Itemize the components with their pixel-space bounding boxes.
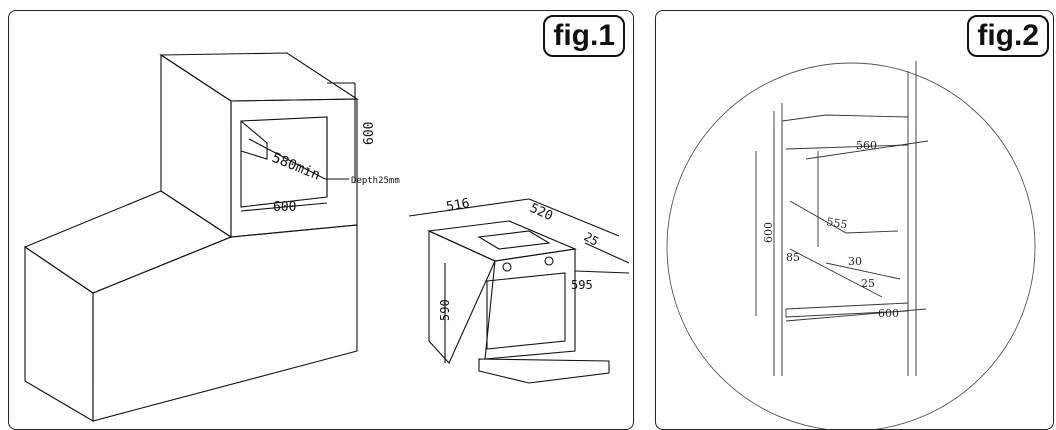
oven-depth-label: 520 — [527, 201, 555, 224]
fig2-a-label: 85 — [786, 251, 800, 264]
oven-door-open — [478, 358, 610, 384]
base-top-face — [23, 190, 233, 294]
column-top-face — [159, 52, 359, 102]
base-left-face — [24, 245, 94, 422]
figure-2-label: fig.2 — [967, 15, 1049, 57]
figure-1-panel: 600 580min Depth25mm 600 516 520 25 595 … — [8, 10, 634, 430]
fig2-bottom-width-label: 600 — [878, 307, 899, 320]
fig2-b-label: 30 — [848, 255, 862, 268]
base-front-face — [92, 224, 358, 422]
dim-depth-note-label: Depth25mm — [351, 176, 400, 186]
fig2-c-label: 25 — [861, 277, 875, 290]
figure-1-label: fig.1 — [543, 15, 625, 57]
dim-depth-min-label: 580min — [270, 150, 323, 184]
fig2-height-label: 600 — [762, 222, 775, 243]
detail-circle — [666, 62, 1036, 429]
dim-height-label: 600 — [362, 122, 377, 145]
oven-door-window — [486, 272, 566, 350]
oven-side — [428, 230, 496, 364]
oven-width-label: 516 — [445, 196, 471, 215]
oven-front-height-label: 595 — [571, 278, 593, 292]
oven-height-label: 590 — [438, 299, 452, 321]
cabinet-floor — [785, 302, 909, 318]
dim-width-label: 600 — [273, 200, 296, 215]
fig2-top-width-label: 560 — [856, 139, 877, 152]
oven-panel-label: 25 — [582, 229, 602, 248]
cabinet-detail-drawing: 560 600 555 85 30 25 600 — [666, 61, 1036, 429]
cabinet-oven-drawing: 600 580min Depth25mm 600 516 520 25 595 … — [23, 52, 630, 422]
column-left-face — [160, 53, 232, 239]
fig2-inner-depth-label: 555 — [825, 215, 848, 231]
figure-2-panel: 560 600 555 85 30 25 600 fig.2 — [655, 10, 1054, 430]
oven-front — [484, 248, 576, 360]
